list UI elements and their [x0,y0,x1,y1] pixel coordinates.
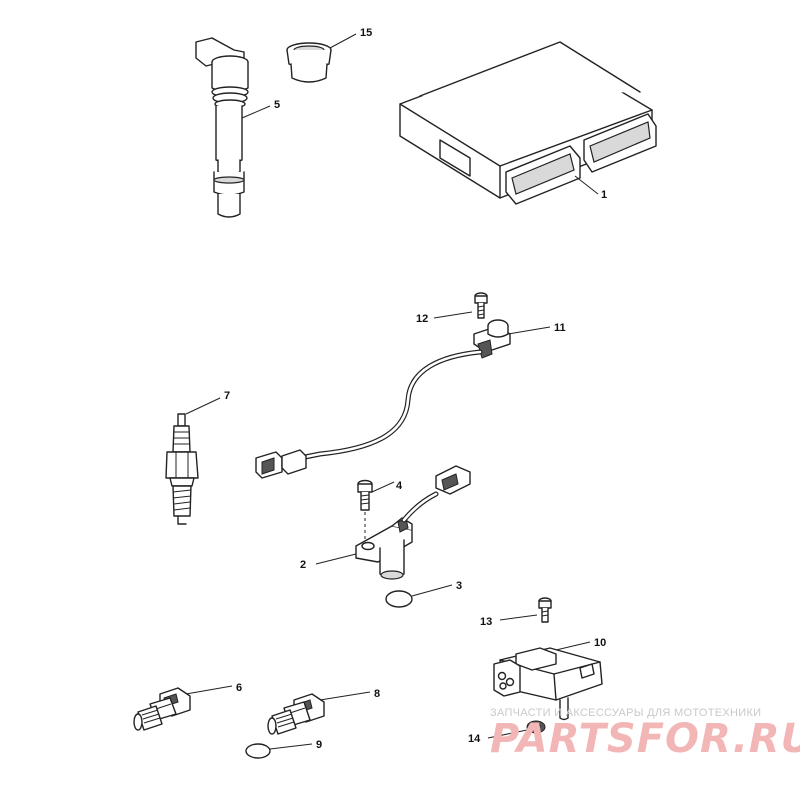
callout-10: 10 [594,637,606,649]
watermark-subtitle: ЗАПЧАСТИ И АКСЕССУАРЫ ДЛЯ МОТОТЕХНИКИ [490,707,761,719]
coil-boot [286,42,332,83]
o-ring-9 [245,743,271,759]
callout-14: 14 [468,733,481,745]
callout-4: 4 [396,480,403,492]
leader-8 [319,691,371,701]
sensor-harness [297,349,483,461]
callout-11: 11 [554,322,566,334]
leader-13 [499,614,538,621]
bolt-4 [357,479,373,511]
temp-sensor-8 [267,693,325,735]
watermark-logo: PARTSFOR.RU [490,716,800,762]
seal-14 [526,720,546,734]
leader-5 [241,105,271,119]
callout-7: 7 [224,390,230,402]
crank-sensor-connector [435,465,471,495]
callout-6: 6 [236,682,242,694]
callout-15: 15 [360,27,372,39]
leader-9 [269,743,313,750]
leader-10 [555,641,591,651]
o-ring-3 [385,590,413,608]
bolt-13 [538,597,552,623]
leader-2 [315,553,357,565]
leader-3 [411,584,453,597]
bolt-12 [474,292,488,319]
callout-13: 13 [480,616,492,628]
leader-4 [371,481,395,493]
callout-9: 9 [316,739,322,751]
leader-7 [185,397,221,415]
leader-1 [574,175,599,195]
callout-8: 8 [374,688,380,700]
callout-3: 3 [456,580,462,592]
callout-5: 5 [274,99,280,111]
callout-2: 2 [300,559,306,571]
spark-plug [165,413,199,525]
pressure-sensor [493,647,603,721]
ignition-coil [195,37,249,218]
leader-14 [487,729,528,739]
leader-15 [329,33,357,49]
callout-1: 1 [601,189,607,201]
leader-11 [507,326,551,335]
temp-sensor-6 [133,687,191,731]
ecu-unit [399,41,657,205]
leader-6 [185,685,233,695]
crank-sensor [355,517,413,580]
harness-connector [255,449,307,479]
leader-12 [433,311,473,319]
callout-12: 12 [416,313,428,325]
